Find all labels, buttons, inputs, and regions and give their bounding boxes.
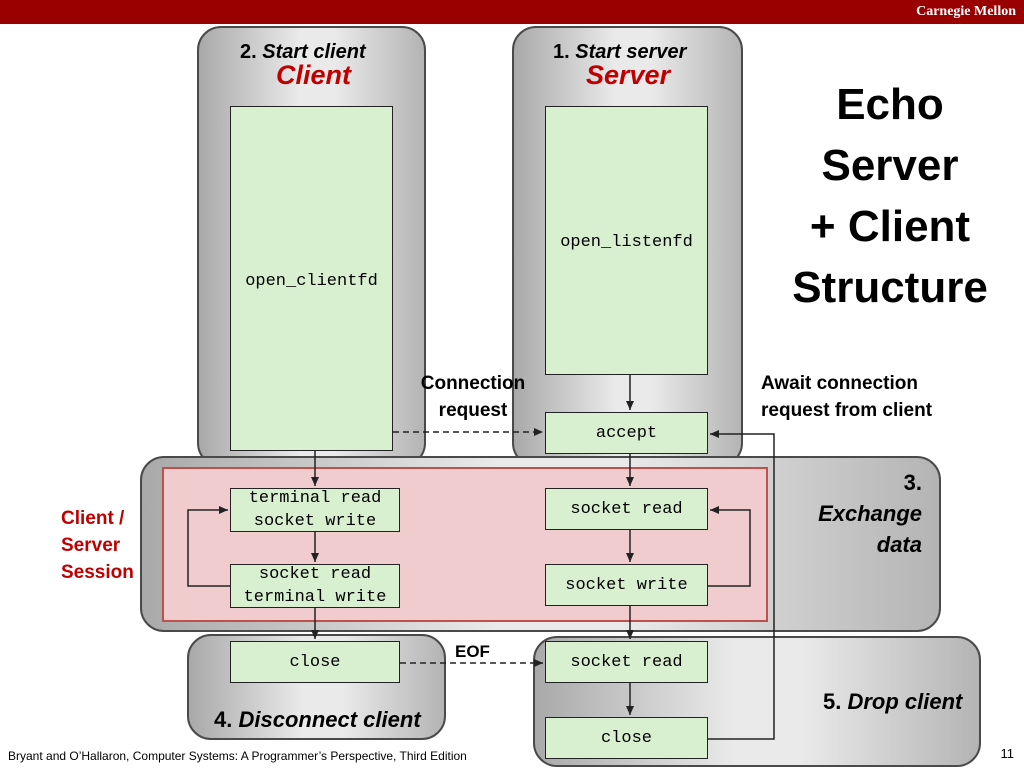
exchange-step-text: Exchange <box>818 501 922 526</box>
exchange-step-num: 3. <box>903 470 922 495</box>
server-close-box: close <box>545 717 708 759</box>
disconnect-step-label: 4. Disconnect client <box>214 707 421 733</box>
title-line-3: + Client <box>809 202 971 251</box>
server-step-num: 1. <box>553 41 570 63</box>
client-read-label: socket read terminal write <box>243 565 387 607</box>
drop-step-text: Drop client <box>847 689 963 714</box>
server-step-label: 1. Start server <box>553 41 686 64</box>
server-write-label: socket write <box>565 575 688 595</box>
client-read-box: socket read terminal write <box>230 564 400 608</box>
drop-step-num: 5. <box>823 689 842 714</box>
await-label: Await connection request from client <box>761 373 933 421</box>
open-listenfd-box: open_listenfd <box>545 106 708 375</box>
server-eof-read-label: socket read <box>570 652 683 672</box>
client-close-box: close <box>230 641 400 683</box>
exchange-step-text-2: data <box>876 532 922 557</box>
accept-box: accept <box>545 412 708 454</box>
disconnect-step-text: Disconnect client <box>238 707 421 732</box>
server-title: Server <box>586 60 671 90</box>
eof-label: EOF <box>455 642 490 661</box>
slide-title: Echo Server + Client Structure <box>780 74 1000 318</box>
title-line-1: Echo <box>836 80 944 129</box>
client-title: Client <box>276 60 352 90</box>
brand-label: Carnegie Mellon <box>916 4 1016 19</box>
title-line-2: Server <box>821 141 959 190</box>
disconnect-step-num: 4. <box>214 707 233 732</box>
server-close-label: close <box>600 728 652 748</box>
client-step-num: 2. <box>240 41 257 63</box>
connection-request-label: Connection request <box>420 373 526 421</box>
open-clientfd-label: open_clientfd <box>245 272 378 291</box>
exchange-step-label: 3. Exchange data <box>796 467 922 560</box>
open-clientfd-box: open_clientfd <box>230 106 393 451</box>
server-step-text: Start server <box>575 41 687 63</box>
client-write-label: terminal read socket write <box>248 489 382 531</box>
server-write-box: socket write <box>545 564 708 606</box>
client-close-label: close <box>289 652 341 672</box>
citation: Bryant and O’Hallaron, Computer Systems:… <box>8 749 467 763</box>
client-step-text: Start client <box>262 41 366 63</box>
server-eof-read-box: socket read <box>545 641 708 683</box>
client-step-label: 2. Start client <box>240 41 366 64</box>
title-line-4: Structure <box>792 263 988 312</box>
accept-label: accept <box>595 423 658 443</box>
drop-step-label: 5. Drop client <box>823 689 962 715</box>
page-number: 11 <box>1000 746 1015 761</box>
open-listenfd-label: open_listenfd <box>560 233 693 252</box>
header-bar: Carnegie Mellon <box>0 0 1024 24</box>
server-read-box: socket read <box>545 488 708 530</box>
session-label: Client / Server Session <box>61 508 134 583</box>
client-write-box: terminal read socket write <box>230 488 400 532</box>
server-read-label: socket read <box>570 499 683 519</box>
